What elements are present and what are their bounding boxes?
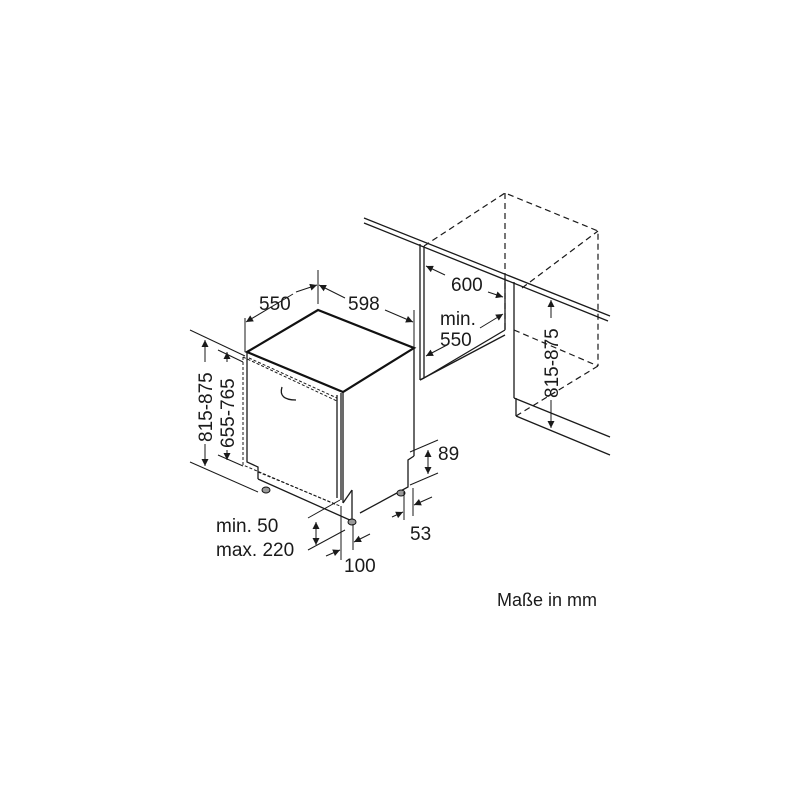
label-rear-53: 53 [410, 524, 431, 545]
label-plinth-max: max. 220 [216, 540, 294, 561]
label-plinth-min: min. 50 [216, 516, 278, 537]
label-width-598: 598 [348, 294, 380, 315]
label-niche-depth-550: 550 [440, 330, 472, 351]
dishwasher-body [242, 308, 417, 526]
label-door-height-655-765: 655-765 [218, 378, 239, 448]
label-depth-550: 550 [259, 294, 291, 315]
label-height-815-875: 815-875 [196, 372, 217, 442]
dimension-lines [189, 265, 555, 560]
label-foot-100: 100 [344, 556, 376, 577]
niche-cabinet [363, 192, 611, 456]
units-note: Maße in mm [497, 590, 598, 610]
label-niche-depth-min: min. [440, 309, 476, 330]
label-rear-89: 89 [438, 444, 459, 465]
label-niche-height-815-875: 815-875 [542, 328, 563, 398]
label-niche-width-600: 600 [451, 275, 483, 296]
